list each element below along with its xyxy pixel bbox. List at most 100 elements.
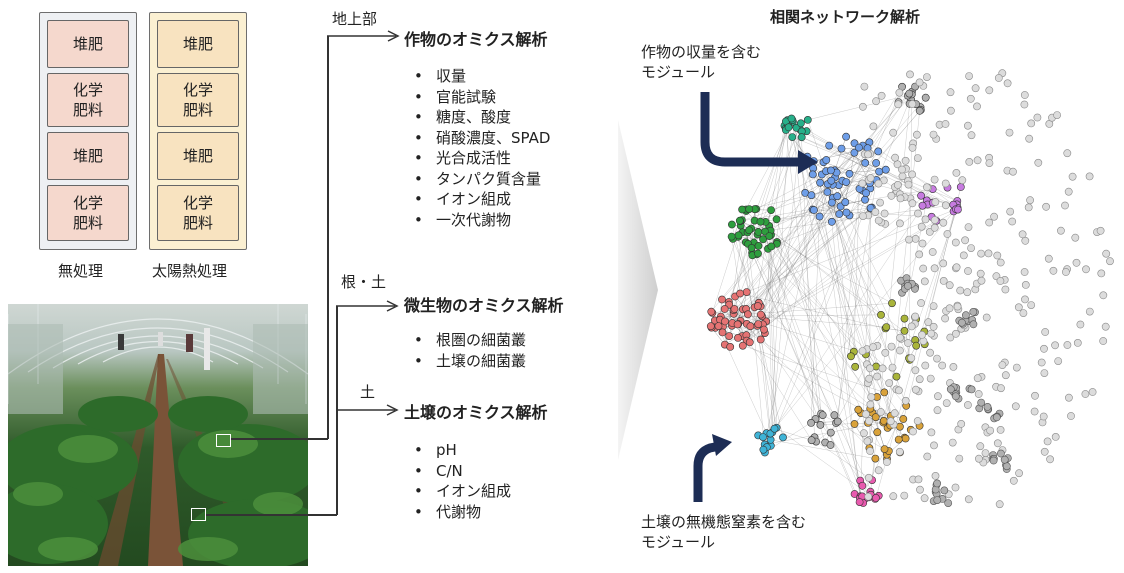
network-node	[931, 471, 940, 480]
network-node	[830, 411, 839, 420]
network-node	[808, 170, 817, 179]
network-node	[915, 78, 924, 87]
network-node	[920, 494, 929, 503]
network-node	[871, 493, 880, 502]
network-node	[971, 84, 980, 93]
network-node	[939, 276, 948, 285]
network-title: 相関ネットワーク解析	[770, 8, 921, 26]
network-node	[1051, 341, 1059, 350]
network-edge	[815, 441, 873, 481]
network-node	[982, 313, 991, 322]
network-node	[826, 441, 835, 449]
network-node	[963, 401, 972, 409]
network-node	[896, 194, 905, 203]
network-node	[963, 288, 972, 297]
network-node	[1085, 172, 1094, 181]
network-node	[1043, 437, 1052, 446]
network-edge	[757, 86, 903, 326]
network-node	[977, 398, 986, 407]
network-edge	[721, 86, 916, 300]
network-node	[728, 220, 736, 229]
network-node	[871, 208, 880, 216]
network-node	[929, 302, 938, 310]
crop-omics-title: 作物のオミクス解析	[404, 30, 548, 49]
network-node	[895, 219, 904, 228]
network-node	[944, 499, 953, 507]
network-node	[946, 106, 955, 115]
network-node	[1076, 320, 1085, 329]
network-node	[941, 179, 950, 188]
network-edge	[739, 121, 794, 221]
network-node	[706, 322, 715, 331]
network-edge	[904, 318, 910, 359]
branch-soil-label: 土	[360, 383, 376, 401]
network-node	[858, 179, 867, 188]
network-node	[951, 483, 960, 492]
network-node	[994, 74, 1003, 82]
list-item: イオン組成	[410, 481, 511, 502]
network-edge	[765, 180, 832, 322]
network-node	[842, 178, 851, 186]
plot-compost-solar-1: 堆肥	[157, 20, 239, 68]
network-node	[880, 209, 889, 218]
microbe-omics-title: 微生物のオミクス解析	[404, 296, 564, 315]
network-node	[889, 128, 898, 137]
network-node	[886, 417, 895, 426]
network-edge	[747, 303, 893, 315]
network-edge	[807, 156, 877, 181]
network-node	[1099, 337, 1108, 345]
network-node	[754, 227, 763, 236]
network-node	[926, 348, 934, 357]
network-node	[807, 436, 816, 445]
network-node	[917, 299, 925, 307]
network-node	[760, 325, 768, 334]
network-edge	[758, 231, 826, 443]
network-node	[973, 374, 982, 383]
network-node	[953, 205, 962, 214]
network-node	[784, 123, 793, 132]
plot-chemical-untreated-1: 化学 肥料	[47, 73, 129, 127]
microbe-omics-list: 根圏の細菌叢 土壌の細菌叢	[410, 330, 526, 371]
network-node	[914, 475, 923, 484]
network-node	[909, 427, 917, 436]
network-node	[796, 119, 805, 128]
network-node	[1099, 291, 1108, 300]
network-node	[900, 314, 909, 323]
list-item: 代謝物	[410, 502, 511, 523]
network-edge	[785, 130, 821, 425]
network-edge	[742, 232, 906, 439]
network-node	[754, 249, 762, 258]
network-node	[958, 176, 967, 185]
label-untreated: 無処理	[58, 262, 104, 280]
network-node	[803, 116, 812, 124]
network-node	[927, 428, 936, 437]
network-node	[1001, 371, 1010, 380]
network-edge	[740, 293, 886, 329]
network-node	[767, 206, 775, 214]
network-node	[809, 206, 818, 214]
network-node	[1002, 462, 1011, 471]
network-node	[943, 230, 952, 238]
network-node	[901, 434, 910, 443]
network-edge	[774, 200, 927, 429]
network-node	[872, 159, 880, 167]
network-node	[738, 205, 746, 214]
network-node	[887, 191, 896, 200]
network-node	[1014, 303, 1023, 312]
soil-nitrogen-module-label: 土壌の無機態窒素を含む モジュール	[641, 513, 807, 551]
network-node	[961, 311, 970, 320]
network-node	[976, 442, 985, 451]
network-node	[879, 416, 888, 425]
network-node	[908, 143, 917, 152]
network-node	[1027, 301, 1036, 309]
network-node	[1020, 268, 1029, 276]
yield-module-label: 作物の収量を含む モジュール	[641, 43, 762, 81]
network-node	[863, 437, 872, 446]
network-node	[1021, 295, 1029, 304]
network-node	[984, 249, 993, 258]
list-item: C/N	[410, 461, 511, 482]
network-node	[1037, 358, 1046, 367]
network-edge	[869, 182, 954, 205]
network-node	[1012, 363, 1021, 372]
network-node	[1067, 412, 1075, 420]
